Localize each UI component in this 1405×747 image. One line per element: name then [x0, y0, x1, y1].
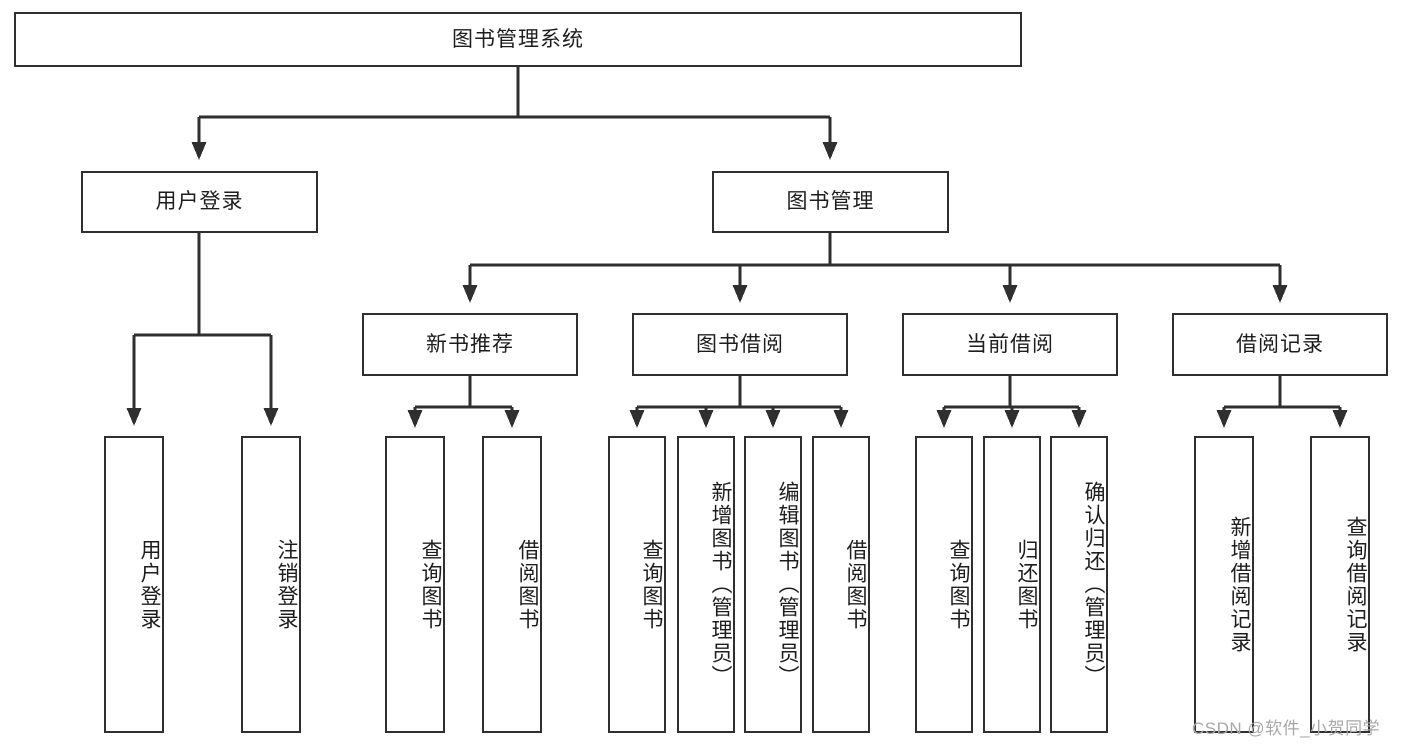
node-label: 借阅图书 — [844, 538, 867, 631]
csdn-watermark: CSDN @软件_小贺同学 — [1192, 719, 1381, 738]
node-label: 查询图书 — [640, 538, 663, 631]
node-label: 注销登录 — [275, 538, 298, 631]
node-label: 新增借阅记录 — [1228, 515, 1251, 654]
arrowhead-book-manage-drop-2 — [732, 285, 748, 303]
node-label: 编辑图书（管理员） — [776, 481, 799, 688]
node-label: 新增图书（管理员） — [709, 481, 732, 688]
arrowhead-borrow-record-drop-2 — [1332, 410, 1348, 428]
arrowhead-book-manage-drop-1 — [462, 285, 478, 303]
node-label: 归还图书 — [1015, 538, 1038, 631]
arrowhead-current-borrow-drop-1 — [936, 410, 952, 428]
arrowhead-current-borrow-drop-3 — [1071, 410, 1087, 428]
node-label: 新书推荐 — [426, 332, 514, 356]
arrowhead-new-book-drop-2 — [504, 410, 520, 428]
arrowhead-new-book-drop-1 — [407, 410, 423, 428]
node-new-book-rec[interactable]: 新书推荐 — [362, 313, 578, 376]
arrowhead-root-drop-user-login — [191, 142, 207, 160]
arrowhead-book-borrow-drop-1 — [629, 410, 645, 428]
node-label: 借阅图书 — [516, 538, 539, 631]
node-book-manage[interactable]: 图书管理 — [712, 171, 949, 233]
node-leaf-query-book-3[interactable]: 查询图书 — [915, 436, 973, 733]
node-label: 查询图书 — [419, 538, 442, 631]
node-leaf-confirm-return[interactable]: 确认归还（管理员） — [1050, 436, 1108, 733]
node-root[interactable]: 图书管理系统 — [14, 12, 1022, 67]
node-leaf-borrow-book-2[interactable]: 借阅图书 — [812, 436, 870, 733]
node-leaf-query-book-1[interactable]: 查询图书 — [385, 436, 445, 733]
arrowhead-book-manage-drop-3 — [1002, 285, 1018, 303]
node-current-borrow[interactable]: 当前借阅 — [902, 313, 1118, 376]
node-label: 借阅记录 — [1236, 332, 1324, 356]
arrowhead-book-manage-drop-4 — [1272, 285, 1288, 303]
node-label: 确认归还（管理员） — [1082, 481, 1105, 688]
node-label: 当前借阅 — [966, 332, 1054, 356]
node-leaf-edit-book[interactable]: 编辑图书（管理员） — [744, 436, 802, 733]
node-user-login[interactable]: 用户登录 — [81, 171, 318, 233]
arrowhead-book-borrow-drop-4 — [833, 410, 849, 428]
node-label: 图书管理系统 — [452, 27, 584, 51]
node-label: 用户登录 — [155, 190, 244, 214]
arrowhead-current-borrow-drop-2 — [1004, 410, 1020, 428]
arrowhead-borrow-record-drop-1 — [1216, 410, 1232, 428]
arrowhead-root-drop-book-manage — [822, 142, 838, 160]
arrowhead-user-login-drop-1 — [126, 408, 142, 426]
node-leaf-add-book[interactable]: 新增图书（管理员） — [677, 436, 735, 733]
node-leaf-logout[interactable]: 注销登录 — [241, 436, 301, 733]
arrowhead-book-borrow-drop-2 — [698, 410, 714, 428]
node-label: 图书借阅 — [696, 332, 784, 356]
node-borrow-record[interactable]: 借阅记录 — [1172, 313, 1388, 376]
node-leaf-query-record[interactable]: 查询借阅记录 — [1310, 436, 1370, 733]
arrowhead-book-borrow-drop-3 — [765, 410, 781, 428]
node-label: 用户登录 — [138, 538, 161, 631]
node-book-borrow[interactable]: 图书借阅 — [632, 313, 848, 376]
node-leaf-add-record[interactable]: 新增借阅记录 — [1194, 436, 1254, 733]
node-leaf-return-book[interactable]: 归还图书 — [983, 436, 1041, 733]
arrowhead-user-login-drop-2 — [263, 408, 279, 426]
node-leaf-user-login[interactable]: 用户登录 — [104, 436, 164, 733]
node-label: 图书管理 — [786, 190, 875, 214]
node-label: 查询借阅记录 — [1344, 515, 1367, 654]
node-label: 查询图书 — [947, 538, 970, 631]
node-leaf-borrow-book-1[interactable]: 借阅图书 — [482, 436, 542, 733]
node-leaf-query-book-2[interactable]: 查询图书 — [608, 436, 666, 733]
